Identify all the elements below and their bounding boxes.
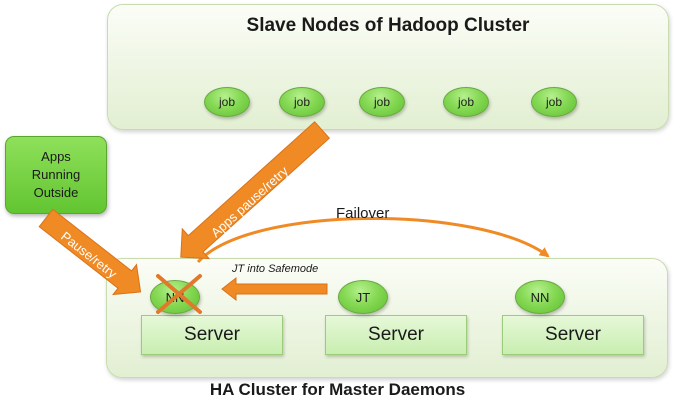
standby-namenode: NN	[515, 280, 565, 314]
failover-label: Failover	[336, 205, 389, 222]
pause-retry-arrow	[38, 208, 142, 296]
failed-namenode-cross	[156, 274, 202, 314]
jt-safemode-label: JT into Safemode	[231, 263, 318, 275]
ha-cluster-caption: HA Cluster for Master Daemons	[209, 380, 466, 399]
server-box-1: Server	[141, 315, 283, 355]
apps-pause-retry-arrow	[180, 121, 331, 260]
job-node-1: job	[204, 87, 250, 117]
job-node-3: job	[359, 87, 405, 117]
job-node-5: job	[531, 87, 577, 117]
apps-running-outside-label: Apps Running Outside	[31, 149, 81, 200]
slave-nodes-title: Slave Nodes of Hadoop Cluster	[246, 15, 530, 36]
server-box-3: Server	[502, 315, 644, 355]
apps-running-outside-box: Apps Running Outside	[5, 136, 107, 214]
server-box-2: Server	[325, 315, 467, 355]
job-node-2: job	[279, 87, 325, 117]
jobtracker-node: JT	[338, 280, 388, 314]
failover-arrow	[196, 217, 550, 264]
job-node-4: job	[443, 87, 489, 117]
apps-pause-retry-label: Apps pause/retry	[208, 163, 291, 240]
jt-safemode-arrow	[221, 276, 328, 302]
